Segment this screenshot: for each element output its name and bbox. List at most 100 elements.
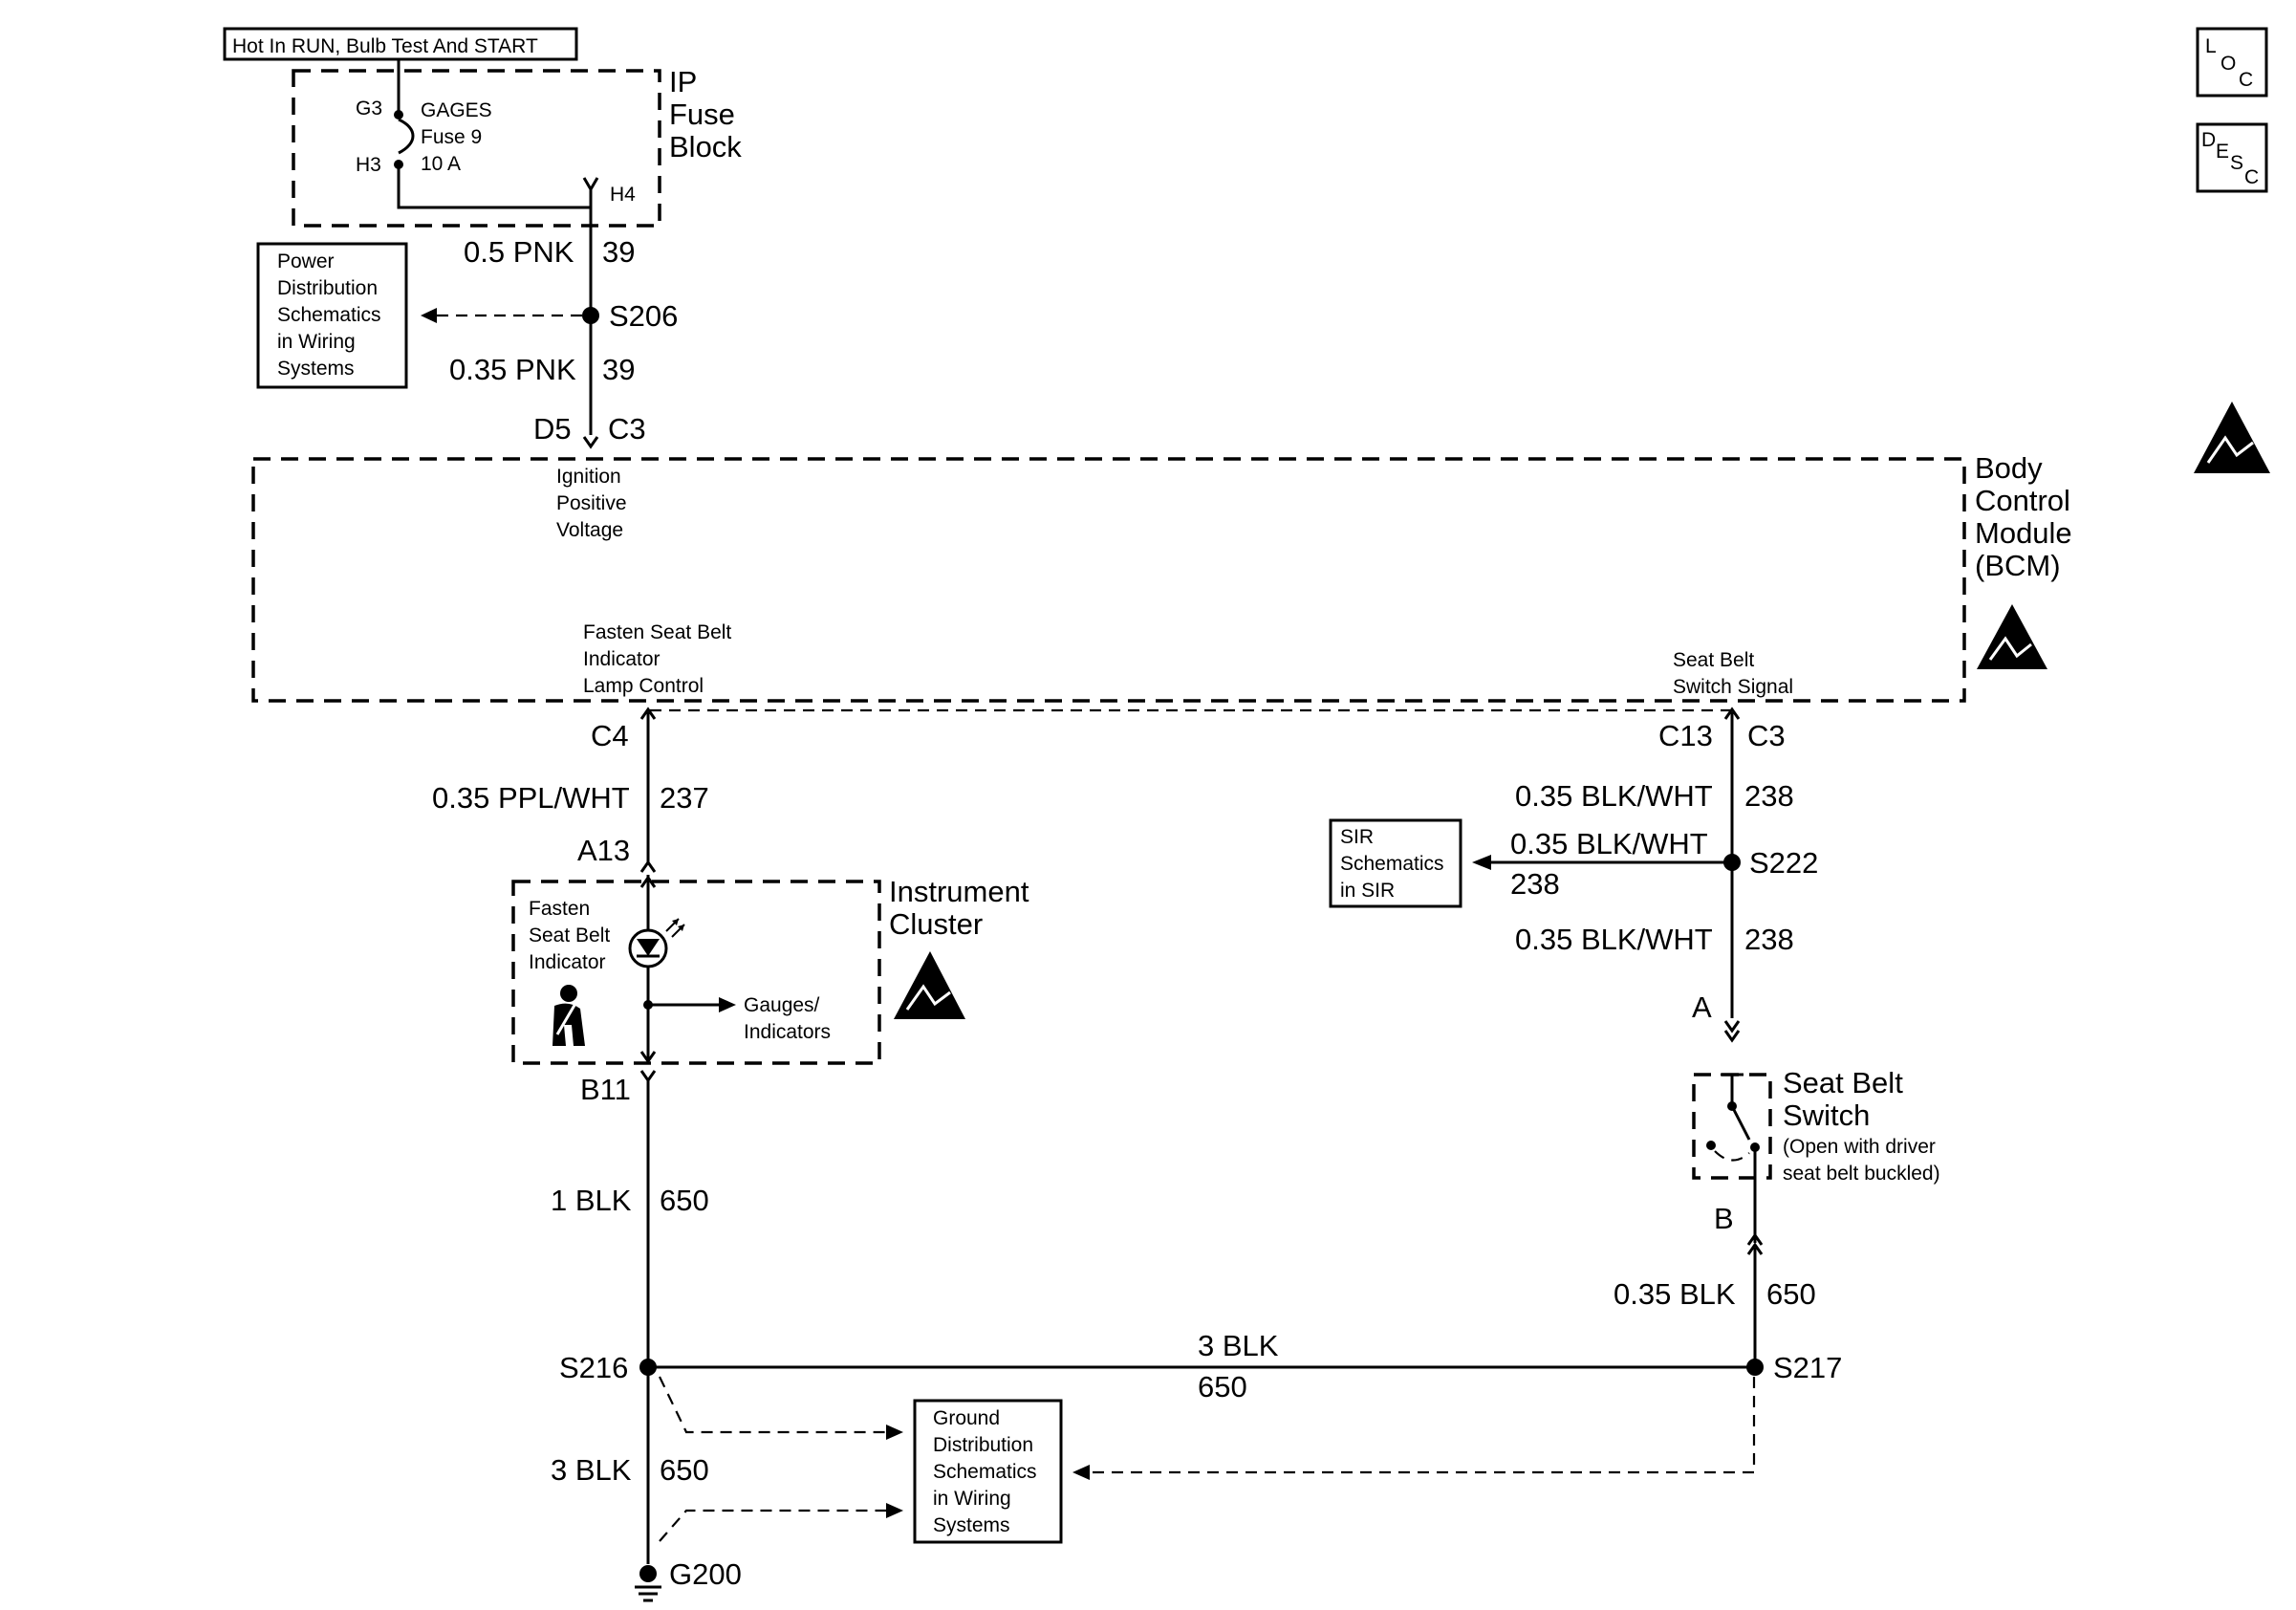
- switch-contact-left-dot: [1706, 1141, 1716, 1150]
- fuse-rating: 10 A: [421, 153, 461, 175]
- connector-b-icon: [1746, 1232, 1764, 1246]
- bcm-ign-label-1: Ignition: [556, 466, 621, 488]
- wire-238-sir-circuit: 238: [1510, 867, 1560, 901]
- bcm-pin-c3-ign: C3: [608, 412, 646, 446]
- ground-ref-line-4: in Wiring: [933, 1488, 1011, 1510]
- power-ref-line-4: in Wiring: [277, 331, 356, 353]
- power-source-box: [223, 27, 578, 61]
- indicator-label-1: Fasten: [529, 898, 590, 920]
- wire-650-gauge-right: 0.35 BLK: [1614, 1277, 1736, 1311]
- bcm-lamp-label-3: Lamp Control: [583, 675, 704, 697]
- ground-g200: G200: [669, 1557, 742, 1591]
- bcm-title-2: Control: [1975, 484, 2070, 517]
- bcm-lamp-label-1: Fasten Seat Belt: [583, 621, 731, 643]
- wire-238-gauge-b: 0.35 BLK/WHT: [1515, 923, 1713, 956]
- wire-650-gauge-1blk: 1 BLK: [551, 1184, 632, 1217]
- wire-650-circuit-1blk: 650: [660, 1184, 709, 1217]
- bcm-title-1: Body: [1975, 451, 2043, 485]
- splice-s206-dot: [582, 307, 599, 324]
- cluster-pin-a13: A13: [577, 834, 630, 867]
- wire-238-sir-gauge: 0.35 BLK/WHT: [1510, 827, 1708, 860]
- ground-ref-link-lower: [659, 1509, 887, 1542]
- wire-650-bus-circuit: 650: [1198, 1370, 1247, 1403]
- svg-text:C: C: [2244, 166, 2259, 188]
- bcm-switch-label-1: Seat Belt: [1673, 649, 1754, 671]
- svg-text:S: S: [2230, 152, 2243, 174]
- bcm-switch-label-2: Switch Signal: [1673, 676, 1793, 698]
- fuse-block-outline: [292, 69, 661, 228]
- cluster-esd-icon: [894, 951, 965, 1019]
- ground-distribution-ref-box: [913, 1399, 1063, 1544]
- desc-icon: D E S C: [2196, 122, 2268, 193]
- loc-icon: L O C: [2196, 27, 2268, 98]
- cluster-inner-bottom-arrow-icon: [639, 1051, 657, 1064]
- indicator-label-3: Indicator: [529, 951, 606, 973]
- bcm-pin-d5: D5: [533, 412, 572, 446]
- ground-symbol-icon: [635, 1585, 661, 1602]
- splice-s217-dot: [1746, 1359, 1764, 1376]
- connector-b-inner-icon: [1746, 1242, 1764, 1255]
- cluster-pin-b11: B11: [580, 1073, 631, 1106]
- fuse-pin-h4: H4: [610, 184, 636, 206]
- wire-238-circuit-a: 238: [1744, 779, 1794, 813]
- bcm-ign-label-2: Positive: [556, 492, 627, 514]
- seat-belt-pictogram-icon: [552, 985, 585, 1046]
- wire-237-circuit: 237: [660, 781, 709, 815]
- ground-g200-dot: [639, 1565, 657, 1582]
- sir-ref-line-1: SIR: [1340, 826, 1374, 848]
- power-ref-line-2: Distribution: [277, 277, 378, 299]
- connector-bcm-ign-icon: [582, 436, 599, 449]
- splice-s206: S206: [609, 299, 678, 333]
- connector-c13-icon: [1723, 707, 1741, 720]
- connector-h4-icon: [582, 177, 599, 192]
- fuse-pin-h3: H3: [356, 154, 381, 176]
- connector-c4-icon: [639, 707, 657, 720]
- cluster-title-1: Instrument: [889, 875, 1029, 908]
- svg-text:E: E: [2216, 141, 2229, 163]
- ground-ref-line-3: Schematics: [933, 1461, 1037, 1483]
- power-ref-line-5: Systems: [277, 358, 355, 380]
- gauges-label-2: Indicators: [744, 1021, 831, 1043]
- ground-ref-arrow-right-icon: [1072, 1465, 1090, 1480]
- svg-text:D: D: [2201, 129, 2216, 151]
- bcm-ign-label-3: Voltage: [556, 519, 623, 541]
- sir-ref-line-3: in SIR: [1340, 880, 1395, 902]
- fuse-block-title-1: IP: [669, 65, 697, 98]
- cluster-inner-top-arrow-icon: [639, 875, 657, 888]
- ground-ref-arrow-lower-icon: [886, 1503, 903, 1518]
- wire-39-circuit-b: 39: [602, 353, 635, 386]
- bcm-title-3: Module: [1975, 516, 2072, 550]
- power-source-label: Hot In RUN, Bulb Test And START: [232, 35, 538, 57]
- splice-s216: S216: [559, 1351, 628, 1384]
- wire-650-circuit-3blk: 650: [660, 1453, 709, 1487]
- bcm-outline: [251, 457, 1966, 703]
- switch-note-2: seat belt buckled): [1783, 1163, 1940, 1185]
- connector-b11-icon: [639, 1070, 657, 1083]
- fuse-number: Fuse 9: [421, 126, 482, 148]
- ground-ref-link-upper: [659, 1376, 887, 1434]
- power-ref-line-1: Power: [277, 250, 335, 272]
- switch-note-1: (Open with driver: [1783, 1136, 1936, 1158]
- gauges-label-1: Gauges/: [744, 994, 820, 1016]
- ground-ref-line-5: Systems: [933, 1514, 1010, 1536]
- splice-s217: S217: [1773, 1351, 1842, 1384]
- wire-650-bus-gauge: 3 BLK: [1198, 1329, 1279, 1362]
- switch-title-2: Switch: [1783, 1099, 1870, 1132]
- bcm-pin-c3-sw: C3: [1747, 719, 1786, 752]
- switch-arc-icon: [1714, 1150, 1750, 1162]
- fuse-element-icon: [398, 118, 415, 155]
- bcm-title-4: (BCM): [1975, 549, 2061, 582]
- fuse-output-wire: [397, 164, 591, 209]
- bcm-esd-icon: [1977, 604, 2047, 669]
- bcm-lamp-label-2: Indicator: [583, 648, 661, 670]
- ground-ref-arrow-upper-icon: [886, 1425, 903, 1440]
- svg-text:O: O: [2220, 53, 2236, 75]
- fuse-pin-g3: G3: [356, 98, 382, 120]
- power-distribution-ref-box: [256, 242, 408, 389]
- switch-blade-icon: [1730, 1105, 1751, 1141]
- ground-ref-link-right: [1090, 1377, 1756, 1474]
- wire-39-circuit-a: 39: [602, 235, 635, 269]
- sir-arrow-icon: [1472, 855, 1491, 870]
- wire-238-circuit-b: 238: [1744, 923, 1794, 956]
